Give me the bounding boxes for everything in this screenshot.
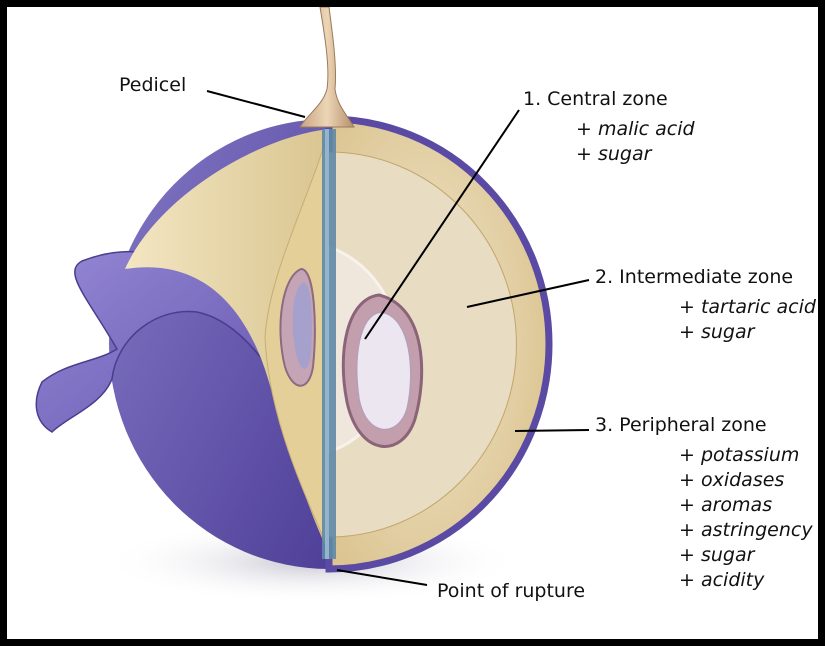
diagram-frame: Pedicel Point of rupture 1. Central zone… bbox=[7, 7, 818, 639]
component-item: + sugar bbox=[679, 543, 813, 568]
pedicel-leader bbox=[207, 91, 305, 117]
component-item: + potassium bbox=[679, 443, 813, 468]
component-item: + sugar bbox=[679, 320, 816, 345]
central-zone-title: 1. Central zone bbox=[523, 87, 668, 112]
component-item: + sugar bbox=[576, 142, 695, 167]
seed-cut-inner bbox=[357, 312, 411, 430]
component-item: + acidity bbox=[679, 568, 813, 593]
component-item: + tartaric acid bbox=[679, 295, 816, 320]
component-item: + oxidases bbox=[679, 468, 813, 493]
pedicel-label: Pedicel bbox=[119, 73, 186, 98]
component-item: + aromas bbox=[679, 493, 813, 518]
central-zone-components: + malic acid + sugar bbox=[576, 117, 695, 167]
peripheral-zone-leader bbox=[515, 430, 589, 431]
intermediate-zone-title: 2. Intermediate zone bbox=[595, 265, 793, 290]
component-item: + malic acid bbox=[576, 117, 695, 142]
intermediate-zone-components: + tartaric acid + sugar bbox=[679, 295, 816, 345]
central-axis-highlight bbox=[325, 129, 329, 559]
component-item: + astringency bbox=[679, 518, 813, 543]
pedicel-stem bbox=[300, 7, 354, 127]
rupture-label: Point of rupture bbox=[437, 579, 585, 604]
peripheral-zone-title: 3. Peripheral zone bbox=[595, 413, 767, 438]
peripheral-zone-components: + potassium + oxidases + aromas + astrin… bbox=[679, 443, 813, 593]
